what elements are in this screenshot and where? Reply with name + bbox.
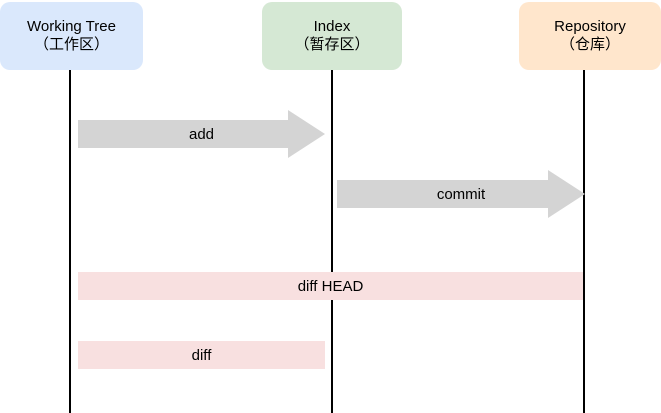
lane-label-repository-cn: （仓库） <box>559 36 620 53</box>
span-diff-head[interactable]: diff HEAD <box>78 272 583 300</box>
lifeline-working-tree <box>69 70 71 413</box>
lane-box-repository[interactable]: Repository （仓库） <box>519 2 661 70</box>
arrow-commit[interactable]: commit <box>337 170 585 218</box>
lifeline-index <box>331 70 333 413</box>
lane-label-repository-en: Repository <box>554 17 626 35</box>
span-diff-head-label: diff HEAD <box>297 277 364 295</box>
lane-label-index-cn: （暂存区） <box>294 36 370 53</box>
lifeline-repository <box>583 70 585 413</box>
arrow-add-shape <box>78 110 325 158</box>
arrow-commit-shape <box>337 170 585 218</box>
lane-box-working-tree[interactable]: Working Tree （工作区） <box>0 2 143 70</box>
arrow-add[interactable]: add <box>78 110 325 158</box>
lane-label-index-en: Index <box>313 17 351 35</box>
lane-label-working-tree-cn: （工作区） <box>33 36 109 53</box>
lane-label-working-tree-en: Working Tree <box>27 17 116 35</box>
span-diff[interactable]: diff <box>78 341 325 369</box>
lane-box-index[interactable]: Index （暂存区） <box>262 2 402 70</box>
span-diff-label: diff <box>191 346 212 364</box>
